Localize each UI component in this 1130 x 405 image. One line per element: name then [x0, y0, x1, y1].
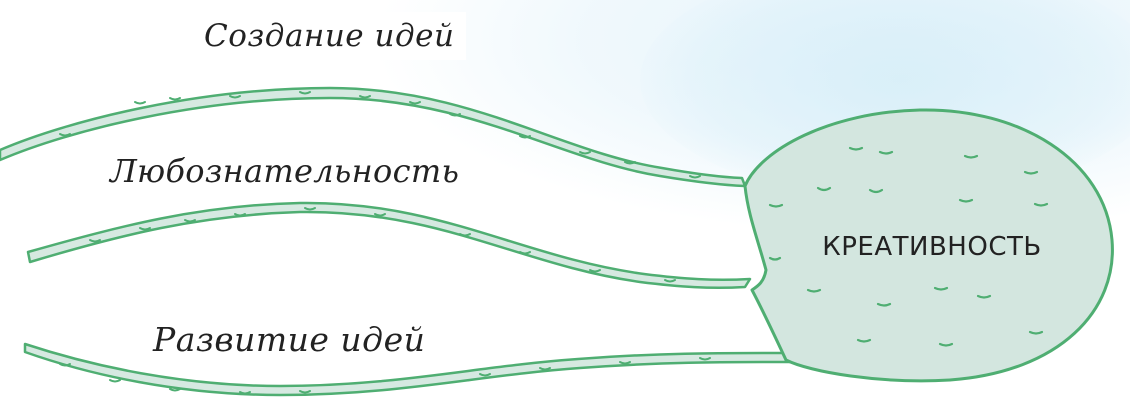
branch-label-curiosity: Любознательность	[100, 152, 469, 190]
strand-2	[28, 203, 750, 288]
strand-2-body	[28, 203, 750, 288]
branch-label-idea-creation: Создание идей	[192, 12, 466, 60]
branch-label-idea-development: Развитие идей	[145, 318, 433, 361]
center-label-creativity: КРЕАТИВНОСТЬ	[792, 232, 1072, 262]
